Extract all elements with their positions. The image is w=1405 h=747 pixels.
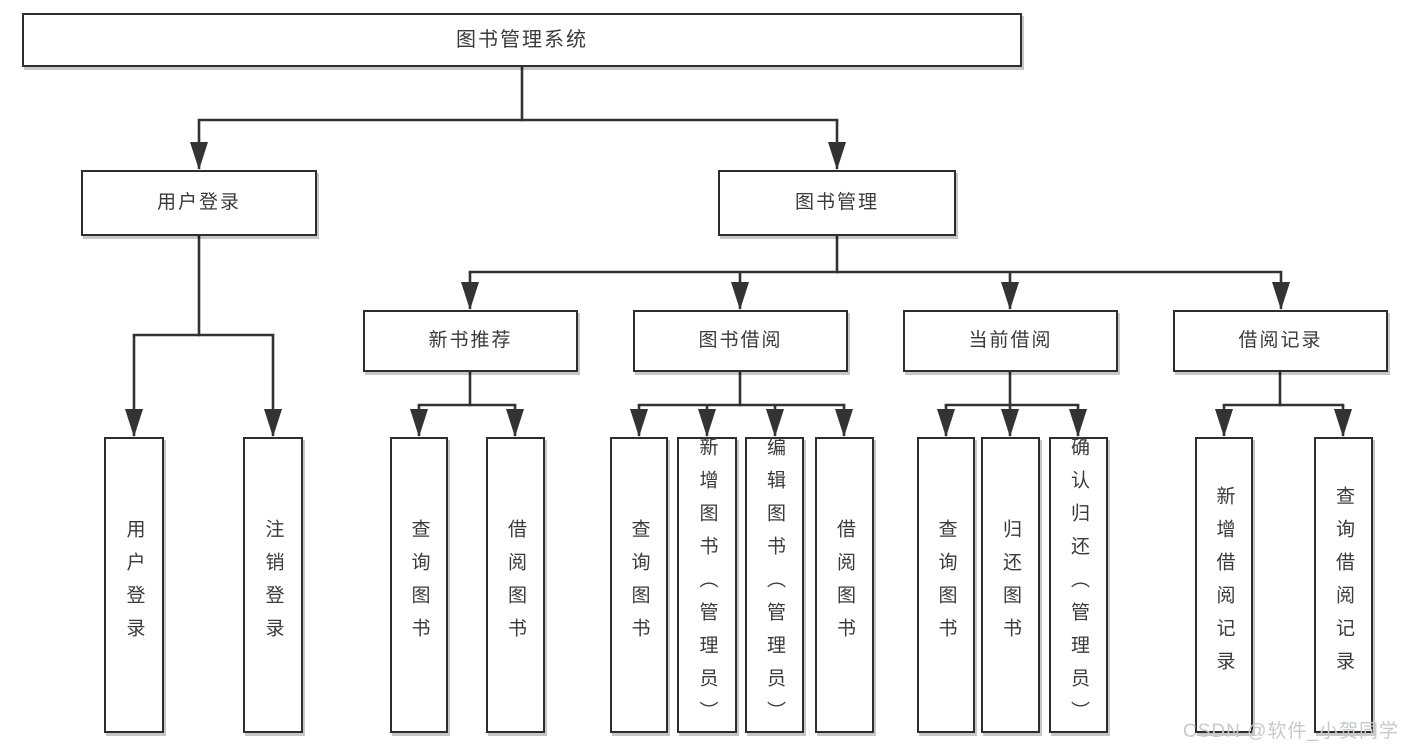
node-leaf-add-borrow-record: 新增借阅记录 xyxy=(1195,437,1253,733)
node-label: 注销登录 xyxy=(262,519,284,651)
node-root-system: 图书管理系统 xyxy=(22,13,1022,67)
node-leaf-query-borrow-record: 查询借阅记录 xyxy=(1314,437,1373,733)
node-label: 查询图书 xyxy=(628,519,650,651)
node-label: 编辑图书（管理员） xyxy=(764,436,785,734)
csdn-watermark: CSDN @软件_小贺同学 xyxy=(1183,721,1399,742)
node-label: 新增图书（管理员） xyxy=(696,436,718,734)
node-label: 确认归还（管理员） xyxy=(1068,436,1089,734)
node-current-borrow: 当前借阅 xyxy=(903,310,1118,372)
node-leaf-borrow-books: 借阅图书 xyxy=(486,437,545,733)
node-leaf-query-books-3: 查询图书 xyxy=(917,437,975,733)
node-label: 图书管理 xyxy=(794,191,879,213)
node-label: 新增借阅记录 xyxy=(1213,486,1235,684)
node-book-management: 图书管理 xyxy=(718,170,956,236)
node-leaf-confirm-return-admin: 确认归还（管理员） xyxy=(1049,436,1108,734)
node-label: 查询图书 xyxy=(408,519,430,651)
node-leaf-add-books-admin: 新增图书（管理员） xyxy=(677,436,737,734)
node-label: 借阅记录 xyxy=(1238,329,1323,351)
node-label: 新书推荐 xyxy=(428,329,513,351)
node-label: 借阅图书 xyxy=(834,519,855,651)
node-borrow-records: 借阅记录 xyxy=(1173,310,1388,372)
node-label: 查询图书 xyxy=(935,519,957,651)
node-label: 用户登录 xyxy=(156,191,241,213)
node-leaf-query-books: 查询图书 xyxy=(390,437,448,733)
node-leaf-edit-books-admin: 编辑图书（管理员） xyxy=(745,436,804,734)
node-leaf-logout: 注销登录 xyxy=(243,437,303,733)
node-label: 当前借阅 xyxy=(968,329,1053,351)
node-label: 归还图书 xyxy=(1000,519,1021,651)
node-label: 图书借阅 xyxy=(698,329,783,351)
node-leaf-borrow-books-2: 借阅图书 xyxy=(815,437,874,733)
node-leaf-query-books-2: 查询图书 xyxy=(610,437,668,733)
node-leaf-return-books: 归还图书 xyxy=(981,437,1040,733)
node-label: 借阅图书 xyxy=(505,519,526,651)
node-user-login-module: 用户登录 xyxy=(81,170,317,236)
node-label: 用户登录 xyxy=(123,519,145,651)
node-book-borrow: 图书借阅 xyxy=(633,310,848,372)
node-label: 图书管理系统 xyxy=(456,29,588,51)
node-label: 查询借阅记录 xyxy=(1333,486,1354,684)
node-leaf-user-login: 用户登录 xyxy=(104,437,164,733)
node-new-book-recommend: 新书推荐 xyxy=(363,310,578,372)
